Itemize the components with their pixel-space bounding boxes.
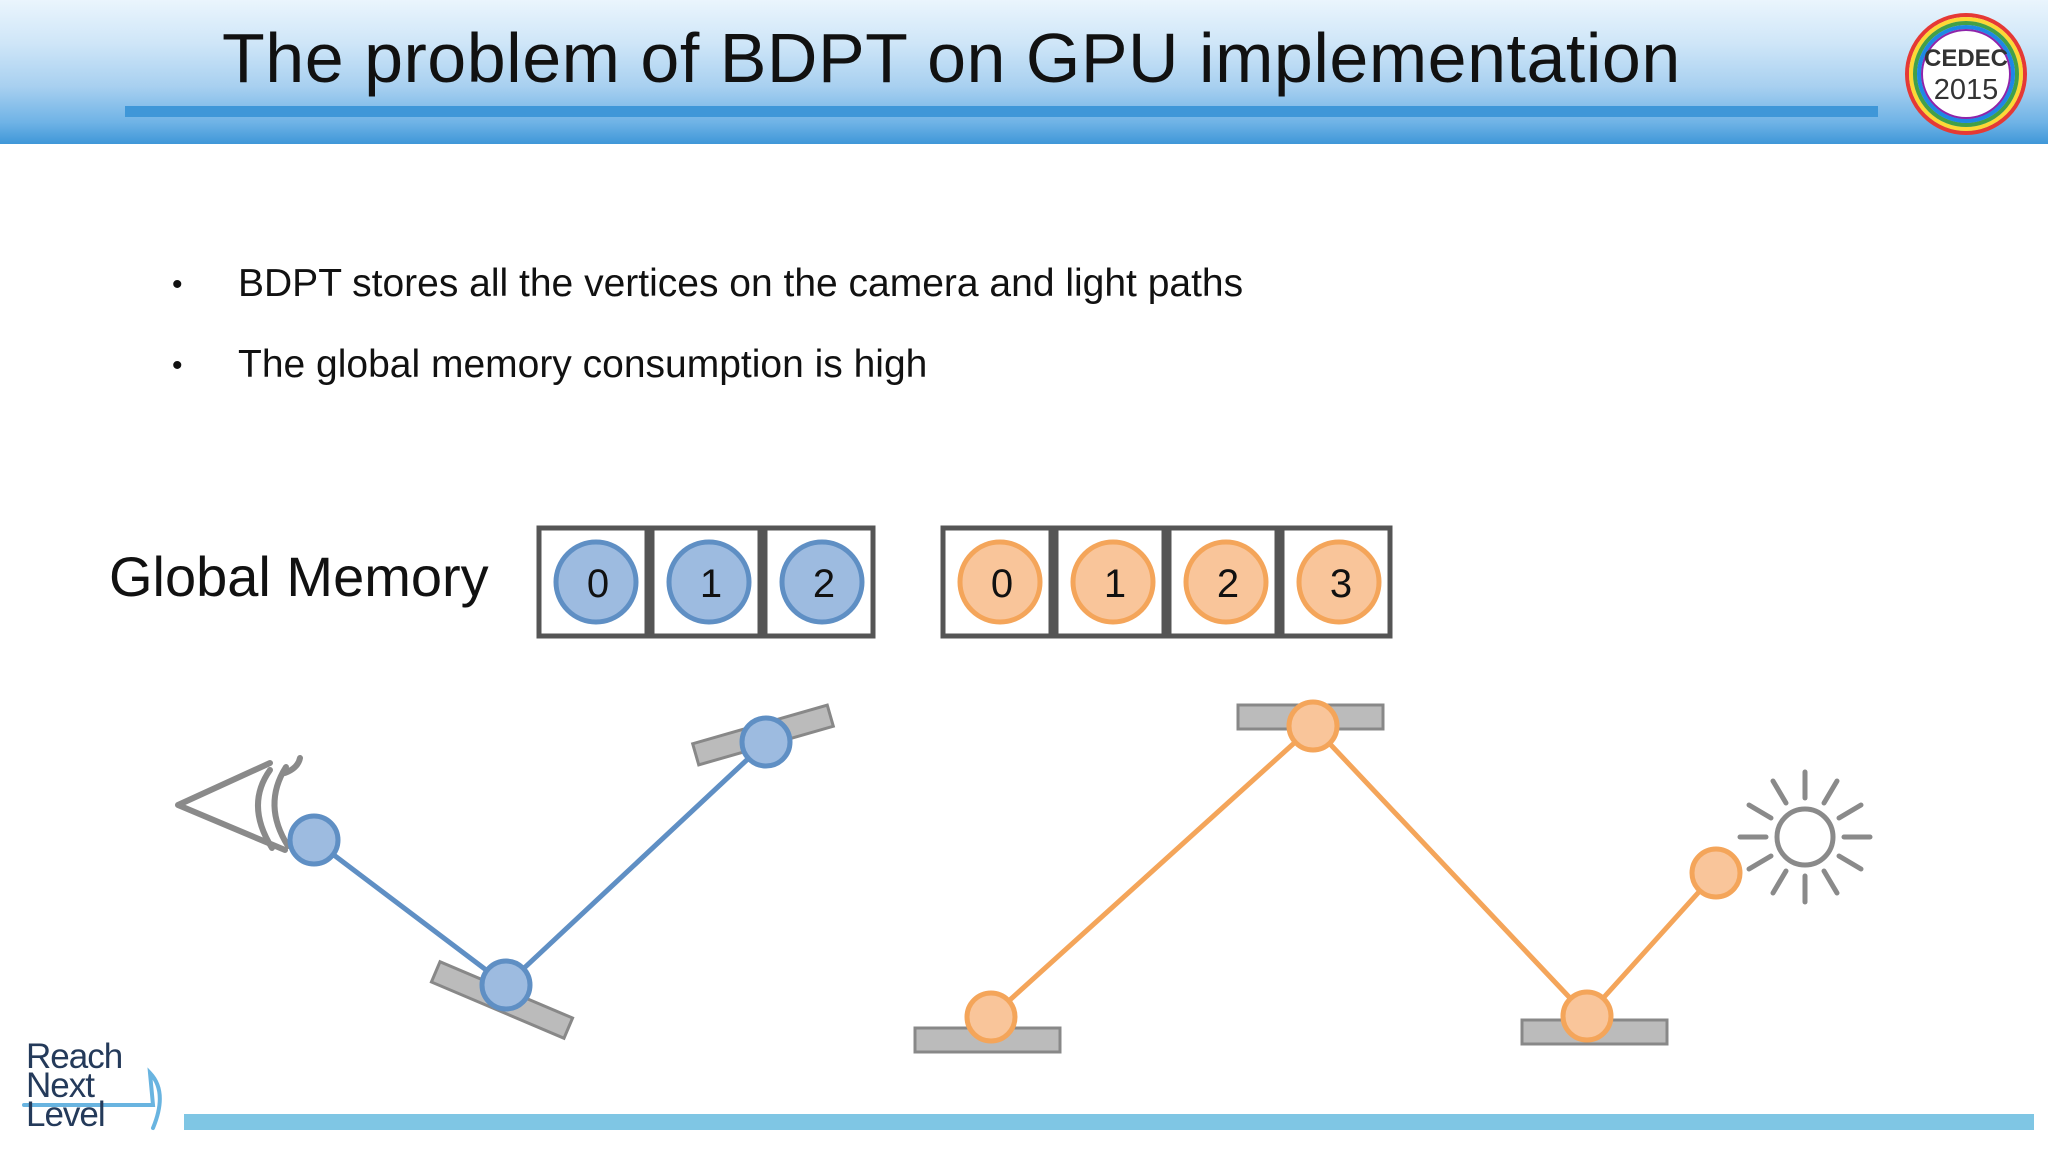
slot-index: 0 [991, 562, 1013, 606]
camera-path [287, 715, 793, 1012]
slot-index: 3 [1330, 562, 1352, 606]
slide-title: The problem of BDPT on GPU implementatio… [222, 19, 1681, 97]
camera-memory-buffer: 0 1 2 [536, 525, 876, 639]
logo-text-year: 2015 [1934, 74, 1999, 106]
logo-line: Reach [26, 1037, 123, 1076]
global-memory-label: Global Memory [109, 545, 489, 608]
light-vertex [1286, 699, 1340, 753]
logo-line: Level [26, 1095, 106, 1134]
light-vertex-slot [1183, 539, 1269, 625]
slot-index: 1 [700, 562, 722, 606]
reach-next-level-logo: Reach Next Level [26, 1037, 186, 1150]
logo-text-cedec: CEDEC [1924, 45, 2008, 72]
eye-icon [175, 755, 303, 853]
bullet-item: BDPT stores all the vertices on the came… [172, 262, 1243, 343]
light-vertex [964, 990, 1018, 1044]
light-vertex-slot [1070, 539, 1156, 625]
sun-icon [1737, 769, 1873, 905]
light-vertex-slot [957, 539, 1043, 625]
footer-bar [184, 1114, 2034, 1130]
bullet-list: BDPT stores all the vertices on the came… [172, 262, 1243, 424]
title-underline [125, 106, 1878, 117]
logo-line: Next [26, 1066, 95, 1105]
camera-path-line [312, 740, 768, 989]
camera-vertex [479, 958, 533, 1012]
slot-index: 0 [587, 562, 609, 606]
light-vertex [1689, 846, 1743, 900]
camera-vertex-slot [553, 539, 639, 625]
cedec-logo: CEDEC 2015 [1905, 13, 2027, 135]
light-vertex [1560, 989, 1614, 1043]
logo-bracket [22, 1067, 162, 1130]
light-path-line [989, 722, 1718, 1020]
title-bar: The problem of BDPT on GPU implementatio… [0, 0, 2048, 144]
camera-vertex [739, 715, 793, 769]
camera-vertex-slot [666, 539, 752, 625]
camera-vertex-slot [779, 539, 865, 625]
light-vertex-slot [1296, 539, 1382, 625]
light-path-surfaces [913, 703, 1669, 1054]
slot-index: 2 [813, 562, 835, 606]
camera-vertex [287, 813, 341, 867]
bullet-item: The global memory consumption is high [172, 343, 1243, 424]
light-path [964, 699, 1743, 1044]
slot-index: 2 [1217, 562, 1239, 606]
light-memory-buffer: 0 1 2 3 [940, 525, 1393, 639]
slot-index: 1 [1104, 562, 1126, 606]
